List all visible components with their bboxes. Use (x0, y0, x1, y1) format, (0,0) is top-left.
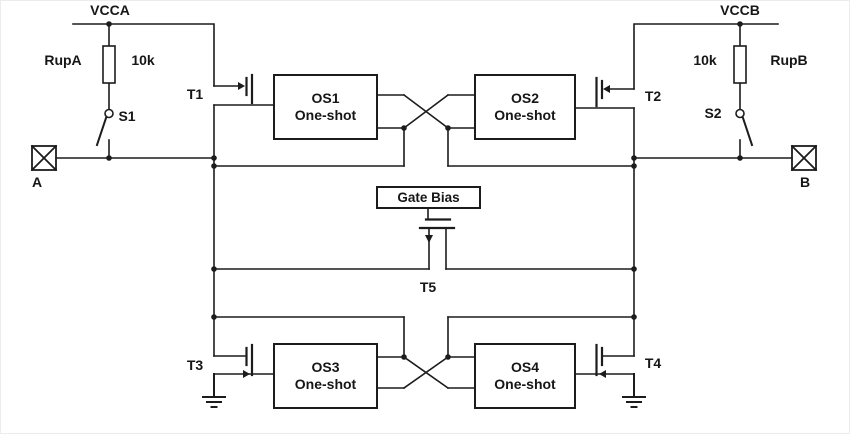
oneshot-os1-id: OS1 (311, 90, 340, 106)
transistor-label-t4: T4 (644, 355, 662, 371)
vcca-rail (72, 23, 215, 87)
switch-label-s2: S2 (704, 105, 722, 121)
oneshot-os2-box: OS2 One-shot (474, 74, 576, 140)
mosfet-t3-icon (213, 343, 274, 378)
junction-dots (106, 21, 743, 360)
ground-icon-right (622, 373, 646, 408)
oneshot-os3-box: OS3 One-shot (273, 343, 378, 409)
mosfet-t1-icon (213, 73, 274, 106)
cross-coupling-bottom (213, 316, 635, 390)
transistor-label-t5: T5 (419, 279, 437, 295)
pullup-resistor-a-icon (102, 23, 116, 110)
vccb-rail (633, 23, 779, 90)
switch-label-s1: S1 (118, 108, 136, 124)
oneshot-os1-box: OS1 One-shot (273, 74, 378, 140)
resistor-label-rupb: RupB (770, 52, 808, 68)
port-label-b: B (799, 174, 811, 190)
supply-label-vcca: VCCA (90, 2, 130, 18)
resistor-value-right-10k: 10k (693, 52, 717, 68)
ground-icon-left (202, 373, 226, 408)
oneshot-os1-type: One-shot (294, 107, 357, 123)
resistor-value-left-10k: 10k (131, 52, 155, 68)
switch-s1-icon (95, 108, 114, 159)
oneshot-os4-box: OS4 One-shot (474, 343, 576, 409)
transistor-label-t2: T2 (644, 88, 662, 104)
gate-bias-label: Gate Bias (397, 190, 460, 205)
oneshot-os3-id: OS3 (311, 359, 340, 375)
pullup-resistor-b-icon (733, 23, 747, 110)
pass-transistor-t5-icon (213, 208, 635, 270)
resistor-label-rupa: RupA (44, 52, 82, 68)
transistor-label-t1: T1 (186, 86, 204, 102)
oneshot-os4-id: OS4 (510, 359, 539, 375)
oneshot-os3-type: One-shot (294, 376, 357, 392)
port-a-icon (30, 144, 58, 172)
port-label-a: A (31, 174, 43, 190)
switch-s2-icon (735, 108, 754, 159)
oneshot-os2-id: OS2 (510, 90, 539, 106)
port-b-icon (790, 144, 818, 172)
oneshot-os4-type: One-shot (494, 376, 556, 392)
cross-coupling-top (213, 93, 635, 167)
a-line (55, 104, 215, 357)
supply-label-vccb: VCCB (720, 2, 760, 18)
b-line (633, 107, 793, 357)
transistor-label-t3: T3 (186, 357, 204, 373)
mosfet-t4-icon (575, 343, 635, 378)
mosfet-t2-icon (575, 76, 635, 109)
oneshot-os2-type: One-shot (494, 107, 556, 123)
gate-bias-box: Gate Bias (376, 186, 481, 209)
